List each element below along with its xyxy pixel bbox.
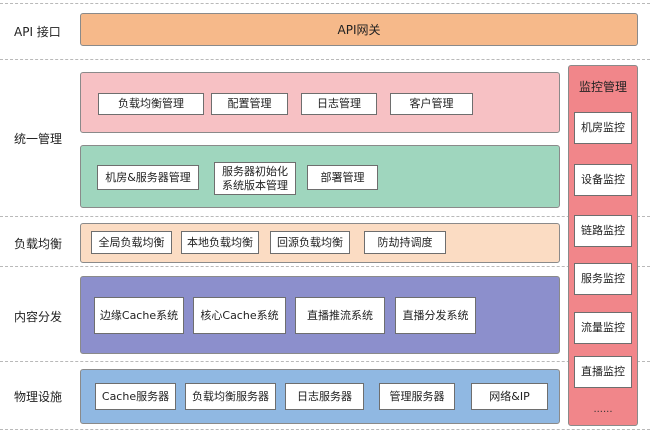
cdn-distribute-box: 直播分发系统 (395, 297, 476, 334)
layer-label-api: API 接口 (14, 25, 61, 39)
layer-label-lb: 负载均衡 (14, 237, 63, 251)
lb-antihijack-box: 防劫持调度 (364, 231, 446, 254)
cdn-edge-box: 边缘Cache系统 (94, 297, 184, 334)
layer-label-mgmt: 统一管理 (14, 132, 63, 146)
infra-mgmt-server-box: 管理服务器 (379, 383, 455, 410)
mgmt-customer-box: 客户管理 (390, 93, 473, 115)
layer-label-infra: 物理设施 (14, 390, 63, 404)
infra-lb-server-box: 负载均衡服务器 (185, 383, 276, 410)
cdn-panel: 边缘Cache系统 核心Cache系统 直播推流系统 直播分发系统 (80, 276, 560, 354)
mgmt-deploy-box: 部署管理 (307, 165, 378, 190)
monitor-link-box: 链路监控 (574, 215, 632, 247)
layer-label-cdn: 内容分发 (14, 310, 63, 324)
mgmt-lb-box: 负载均衡管理 (98, 93, 204, 115)
mgmt-log-box: 日志管理 (301, 93, 377, 115)
monitor-service-box: 服务监控 (574, 263, 632, 295)
lb-origin-box: 回源负载均衡 (270, 231, 350, 254)
monitor-more-ellipsis: ...... (593, 404, 613, 415)
monitor-device-box: 设备监控 (574, 164, 632, 196)
lb-local-box: 本地负载均衡 (181, 231, 259, 254)
monitor-title: 监控管理 (578, 80, 627, 94)
infra-cache-server-box: Cache服务器 (95, 383, 176, 410)
monitor-room-box: 机房监控 (574, 112, 632, 144)
mgmt-bottom-panel: 机房&服务器管理 服务器初始化 系统版本管理 部署管理 (80, 145, 560, 208)
monitor-live-box: 直播监控 (574, 356, 632, 388)
monitor-traffic-box: 流量监控 (574, 312, 632, 344)
mgmt-init-line2: 系统版本管理 (222, 178, 288, 192)
infra-log-server-box: 日志服务器 (285, 383, 364, 410)
lb-global-box: 全局负载均衡 (91, 231, 172, 254)
mgmt-top-panel: 负载均衡管理 配置管理 日志管理 客户管理 (80, 72, 560, 133)
infra-network-box: 网络&IP (471, 383, 548, 410)
mgmt-init-line1: 服务器初始化 (222, 164, 288, 178)
mgmt-init-box: 服务器初始化 系统版本管理 (214, 162, 296, 195)
api-gateway-bar: API网关 (80, 13, 638, 46)
mgmt-room-server-box: 机房&服务器管理 (97, 165, 199, 190)
cdn-core-box: 核心Cache系统 (193, 297, 286, 334)
lb-panel: 全局负载均衡 本地负载均衡 回源负载均衡 防劫持调度 (80, 223, 560, 263)
cdn-push-box: 直播推流系统 (295, 297, 385, 334)
api-gateway-label: API网关 (337, 23, 381, 37)
infra-panel: Cache服务器 负载均衡服务器 日志服务器 管理服务器 网络&IP (80, 369, 560, 424)
mgmt-config-box: 配置管理 (211, 93, 288, 115)
